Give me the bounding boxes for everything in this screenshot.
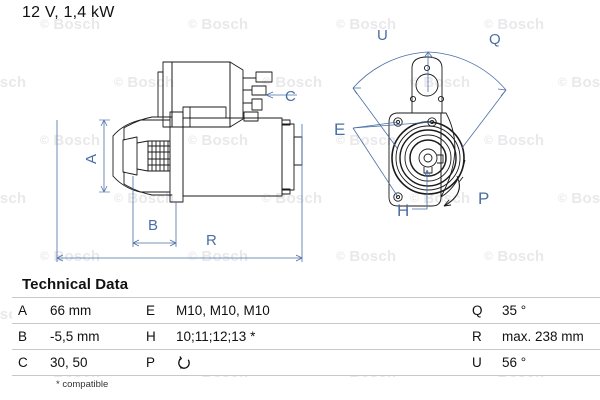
table-footnote: * compatible bbox=[56, 379, 109, 390]
row-value-p bbox=[170, 349, 466, 376]
label-u: U bbox=[377, 27, 388, 44]
page-title: 12 V, 1,4 kW bbox=[22, 4, 115, 21]
label-e: E bbox=[334, 120, 345, 139]
label-c: C bbox=[285, 88, 296, 105]
dimension-a bbox=[100, 119, 108, 193]
row-value-u: 56 ° bbox=[496, 349, 600, 376]
row-value-h: 10;11;12;13 * bbox=[170, 323, 466, 350]
table-row: A 66 mm E M10, M10, M10 Q 35 ° bbox=[12, 297, 600, 324]
leader-e bbox=[352, 121, 433, 198]
label-h: H bbox=[397, 201, 409, 220]
row-key-a: A bbox=[12, 297, 44, 324]
row-value-r: max. 238 mm bbox=[496, 323, 600, 350]
angle-arc-u bbox=[352, 51, 434, 149]
label-q: Q bbox=[489, 31, 501, 48]
table-row: B -5,5 mm H 10;11;12;13 * R max. 238 mm bbox=[12, 323, 600, 350]
pinion-concentric-circles bbox=[391, 121, 465, 195]
row-value-e: M10, M10, M10 bbox=[170, 297, 466, 324]
row-key-c: C bbox=[12, 349, 44, 376]
row-key-u: U bbox=[466, 349, 496, 376]
technical-drawing: C A B R U Q E H P bbox=[56, 27, 507, 262]
row-key-e: E bbox=[140, 297, 170, 324]
row-key-h: H bbox=[140, 323, 170, 350]
row-value-b: -5,5 mm bbox=[44, 323, 140, 350]
rotation-arrow-p bbox=[443, 175, 464, 207]
leader-h bbox=[412, 169, 431, 210]
label-b: B bbox=[148, 217, 158, 234]
label-a: A bbox=[83, 154, 100, 164]
solenoid-body bbox=[157, 61, 273, 128]
row-value-a: 66 mm bbox=[44, 297, 140, 324]
angle-arc-q bbox=[427, 51, 507, 149]
dimension-b bbox=[132, 176, 177, 247]
table-row: C 30, 50 P U 56 ° bbox=[12, 349, 600, 376]
row-key-q: Q bbox=[466, 297, 496, 324]
technical-data-section: Technical Data A 66 mm E M10, M10, M10 Q… bbox=[0, 276, 600, 390]
counterclockwise-rotation-icon bbox=[178, 356, 190, 369]
label-p: P bbox=[478, 189, 489, 208]
dimension-r bbox=[56, 120, 303, 262]
technical-data-heading: Technical Data bbox=[22, 276, 129, 293]
row-value-q: 35 ° bbox=[496, 297, 600, 324]
leader-c bbox=[265, 91, 297, 99]
label-r: R bbox=[206, 232, 217, 249]
technical-data-table: A 66 mm E M10, M10, M10 Q 35 ° B -5,5 mm… bbox=[12, 297, 600, 376]
starter-motor-body bbox=[112, 106, 303, 203]
row-key-r: R bbox=[466, 323, 496, 350]
row-value-c: 30, 50 bbox=[44, 349, 140, 376]
row-key-p: P bbox=[140, 349, 170, 376]
row-key-b: B bbox=[12, 323, 44, 350]
